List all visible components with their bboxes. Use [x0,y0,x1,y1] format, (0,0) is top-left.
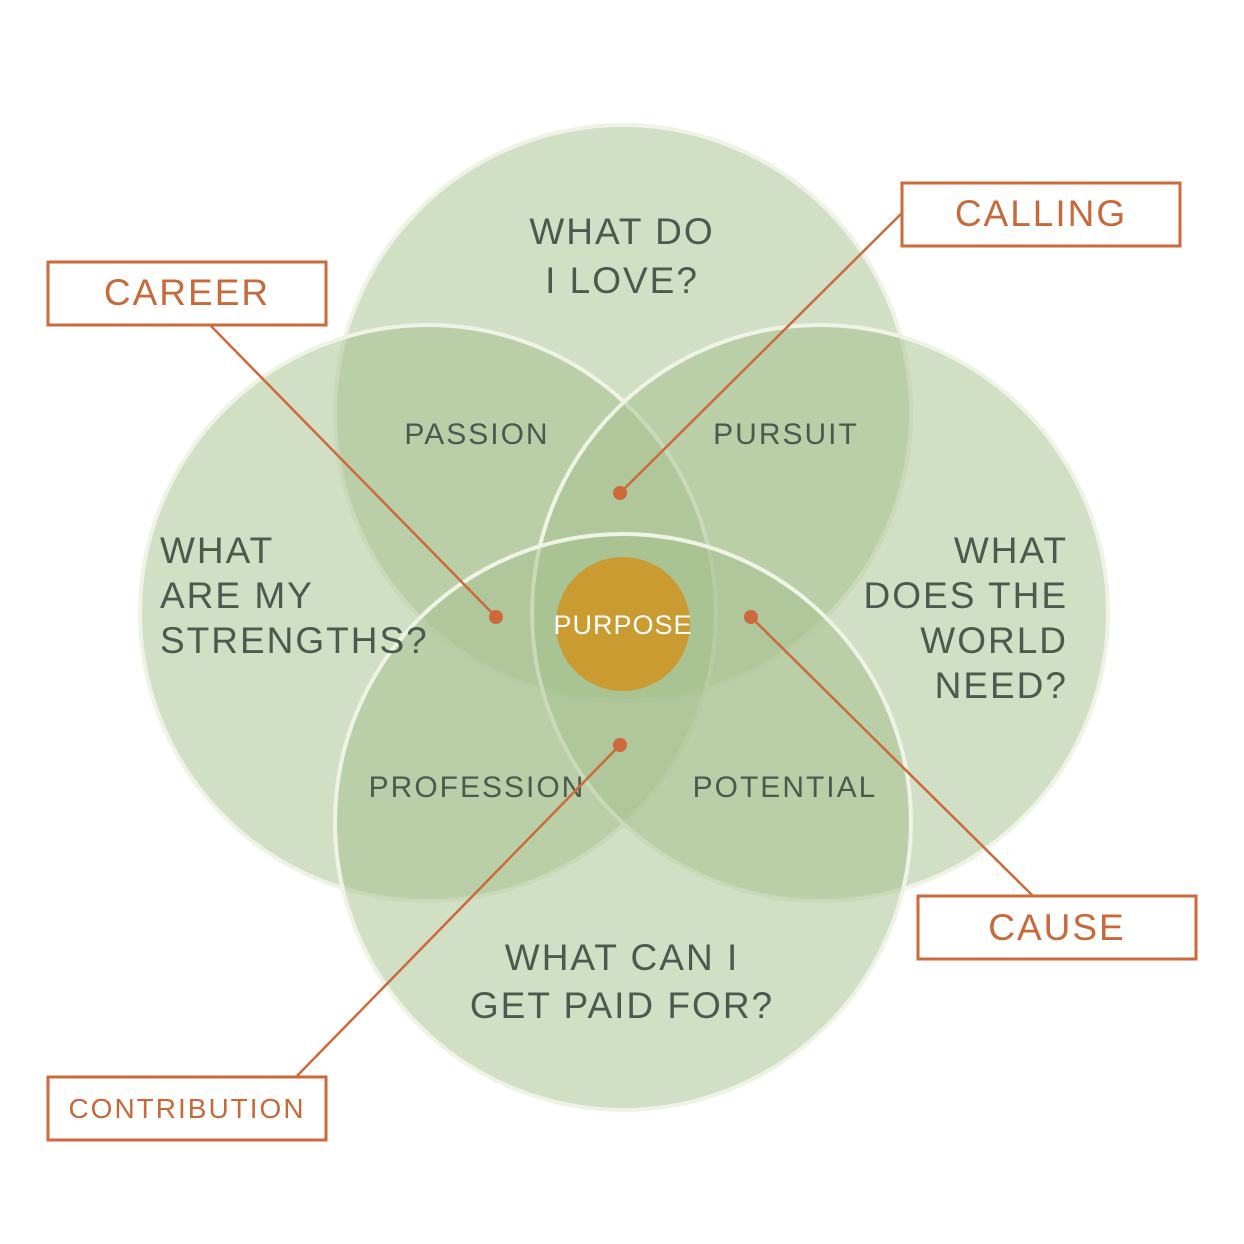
callout-calling-box [900,181,1182,248]
overlap-potential: POTENTIAL [693,771,878,804]
question-strengths-line-1: WHAT [160,530,274,571]
dot-contribution [613,738,627,752]
question-strengths-line-2: ARE MY [160,575,314,616]
circle-paid-for [333,532,913,1112]
question-paid-line-1: WHAT CAN I [505,937,739,978]
question-world-line-3: WORLD [920,620,1068,661]
dot-calling [613,486,627,500]
leader-contribution [295,744,621,1078]
purpose-label: PURPOSE [553,610,692,640]
leader-calling [619,212,903,494]
dot-career [489,610,503,624]
callout-career-box [46,260,328,327]
overlap-pursuit: PURSUIT [713,418,859,451]
question-love-line-1: WHAT DO [529,211,714,252]
leader-cause [750,616,1034,897]
question-world-line-1: WHAT [954,530,1068,571]
question-strengths-line-3: STRENGTHS? [160,620,429,661]
question-world-line-4: NEED? [935,665,1068,706]
leader-career [209,324,497,618]
callout-cause: CAUSE [988,907,1125,948]
question-love-line-2: I LOVE? [545,260,699,301]
overlap-profession: PROFESSION [369,771,586,804]
callout-calling: CALLING [955,193,1127,234]
purpose-disc [556,557,690,691]
overlap-passion: PASSION [404,418,549,451]
question-paid-line-2: GET PAID FOR? [470,985,774,1026]
dot-cause [744,610,758,624]
callout-contribution-box [46,1075,328,1142]
callout-cause-box [916,894,1198,961]
callout-contribution: CONTRIBUTION [68,1093,305,1124]
callout-career: CAREER [104,272,270,313]
question-world-line-2: DOES THE [864,575,1068,616]
